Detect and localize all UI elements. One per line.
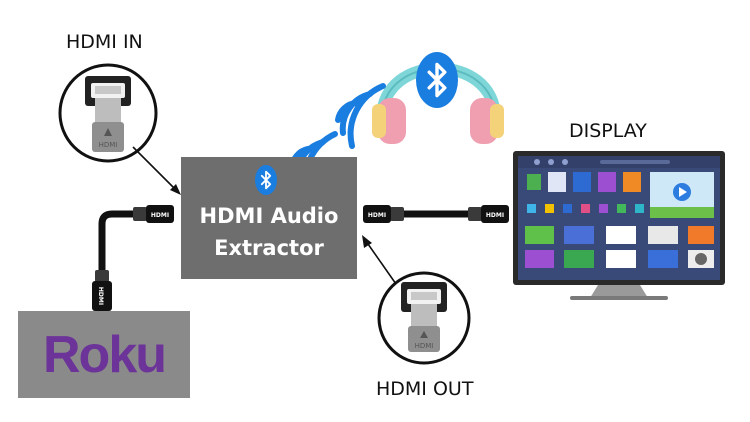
hdmi-port-icon: HDMI xyxy=(85,76,131,152)
roku-box xyxy=(18,311,190,398)
hdmi-out-port-badge: HDMI xyxy=(377,271,471,365)
arrow-in-head xyxy=(170,184,181,195)
hdmi-plug-icon xyxy=(133,205,174,223)
hdmi-in-label: HDMI IN xyxy=(66,31,143,53)
roku-logo: Roku xyxy=(43,325,167,384)
hdmi-out-label: HDMI OUT xyxy=(376,378,474,400)
hdmi-port-icon: HDMI xyxy=(401,282,447,352)
display-label: DISPLAY xyxy=(569,120,647,142)
plug-label: HDMI xyxy=(97,287,104,305)
bluetooth-icon xyxy=(255,165,277,195)
hdmi-cable-input: HDMI xyxy=(92,205,174,311)
extractor-title-line2: Extractor xyxy=(214,235,324,260)
port-label: HDMI xyxy=(415,342,434,350)
extractor-title: HDMI Audio Extractor xyxy=(183,201,355,264)
port-label: HDMI xyxy=(99,141,118,149)
bluetooth-icon xyxy=(416,52,458,108)
plug-label: HDMI xyxy=(368,212,386,219)
arrow-out-head xyxy=(362,235,372,248)
hdmi-cable-output: HDMI xyxy=(363,205,509,223)
hdmi-in-port-badge: HDMI xyxy=(58,63,158,163)
tv-display-icon xyxy=(513,151,725,300)
hdmi-plug-icon xyxy=(468,205,509,223)
hdmi-plug-icon: HDMI xyxy=(363,205,404,223)
extractor-title-line1: HDMI Audio xyxy=(199,204,339,228)
hdmi-plug-icon: HDMI xyxy=(92,270,112,311)
arrow-in xyxy=(132,146,175,189)
arrow-out xyxy=(367,243,397,285)
